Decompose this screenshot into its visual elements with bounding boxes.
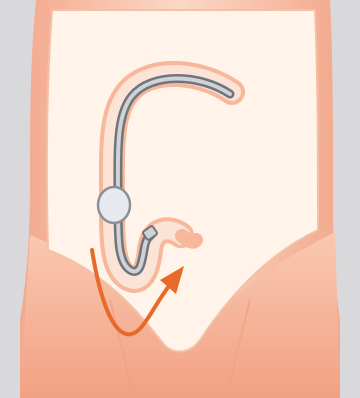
abdomen [20, 0, 340, 398]
balloon [98, 187, 130, 223]
